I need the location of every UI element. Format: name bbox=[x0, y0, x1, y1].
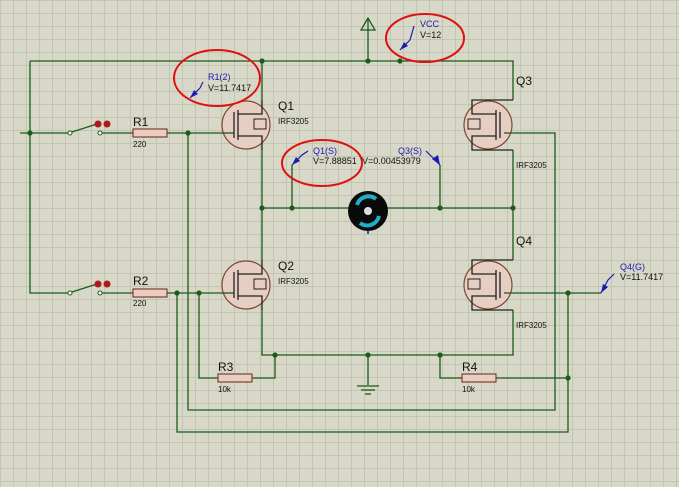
resistor-r4[interactable]: R4 10k bbox=[461, 360, 497, 394]
switch-2[interactable] bbox=[67, 280, 111, 296]
transistor-model: IRF3205 bbox=[516, 321, 547, 330]
probe-reading: V=7.88851 bbox=[313, 156, 357, 166]
probe-name: VCC bbox=[420, 19, 440, 29]
probe-q3s[interactable]: Q3(S) V=0.00453979 bbox=[362, 146, 441, 166]
resistor-label: R4 bbox=[462, 360, 478, 374]
probe-reading: V=0.00453979 bbox=[362, 156, 421, 166]
probe-reading: V=11.7417 bbox=[620, 272, 663, 282]
transistor-model: IRF3205 bbox=[516, 161, 547, 170]
power-terminal-icon[interactable] bbox=[359, 16, 377, 31]
resistor-label: R1 bbox=[133, 115, 149, 129]
highlight-rings bbox=[173, 13, 465, 187]
mosfet-q4[interactable]: Q4 IRF3205 bbox=[463, 234, 547, 330]
resistor-value: 10k bbox=[218, 385, 232, 394]
resistor-label: R2 bbox=[133, 274, 149, 288]
resistor-r3[interactable]: R3 10k bbox=[217, 360, 253, 394]
motor-icon[interactable] bbox=[348, 191, 388, 234]
probe-name: Q3(S) bbox=[398, 146, 422, 156]
resistor-r1[interactable]: R1 220 bbox=[132, 115, 168, 149]
transistor-model: IRF3205 bbox=[278, 277, 309, 286]
resistor-value: 10k bbox=[462, 385, 476, 394]
highlight-ring-q1s bbox=[281, 139, 363, 187]
probe-q1s[interactable]: Q1(S) V=7.88851 bbox=[291, 146, 357, 166]
highlight-ring-r1 bbox=[173, 49, 261, 107]
resistor-value: 220 bbox=[133, 299, 147, 308]
switch-1[interactable] bbox=[67, 120, 111, 136]
probe-name: Q4(G) bbox=[620, 262, 645, 272]
resistor-value: 220 bbox=[133, 140, 147, 149]
resistor-r2[interactable]: R2 220 bbox=[132, 274, 168, 308]
probe-reading: V=11.7417 bbox=[208, 83, 251, 93]
transistor-label: Q2 bbox=[278, 259, 294, 273]
junction-dots bbox=[27, 58, 571, 381]
mosfet-q3[interactable]: Q3 IRF3205 bbox=[463, 74, 547, 170]
mosfet-q1[interactable]: Q1 IRF3205 bbox=[221, 99, 309, 150]
transistor-label: Q1 bbox=[278, 99, 294, 113]
probe-reading: V=12 bbox=[420, 30, 441, 40]
probe-name: R1(2) bbox=[208, 72, 231, 82]
resistor-label: R3 bbox=[218, 360, 234, 374]
transistor-model: IRF3205 bbox=[278, 117, 309, 126]
highlight-ring-vcc bbox=[385, 13, 465, 63]
transistor-label: Q4 bbox=[516, 234, 532, 248]
probe-vcc[interactable]: VCC V=12 bbox=[399, 19, 441, 51]
probe-q4g[interactable]: Q4(G) V=11.7417 bbox=[600, 262, 663, 294]
mosfet-q2[interactable]: Q2 IRF3205 bbox=[221, 259, 309, 310]
probe-name: Q1(S) bbox=[313, 146, 337, 156]
ground-icon[interactable] bbox=[357, 385, 379, 395]
wires bbox=[20, 30, 601, 433]
probe-r1[interactable]: R1(2) V=11.7417 bbox=[189, 72, 251, 99]
transistor-label: Q3 bbox=[516, 74, 532, 88]
